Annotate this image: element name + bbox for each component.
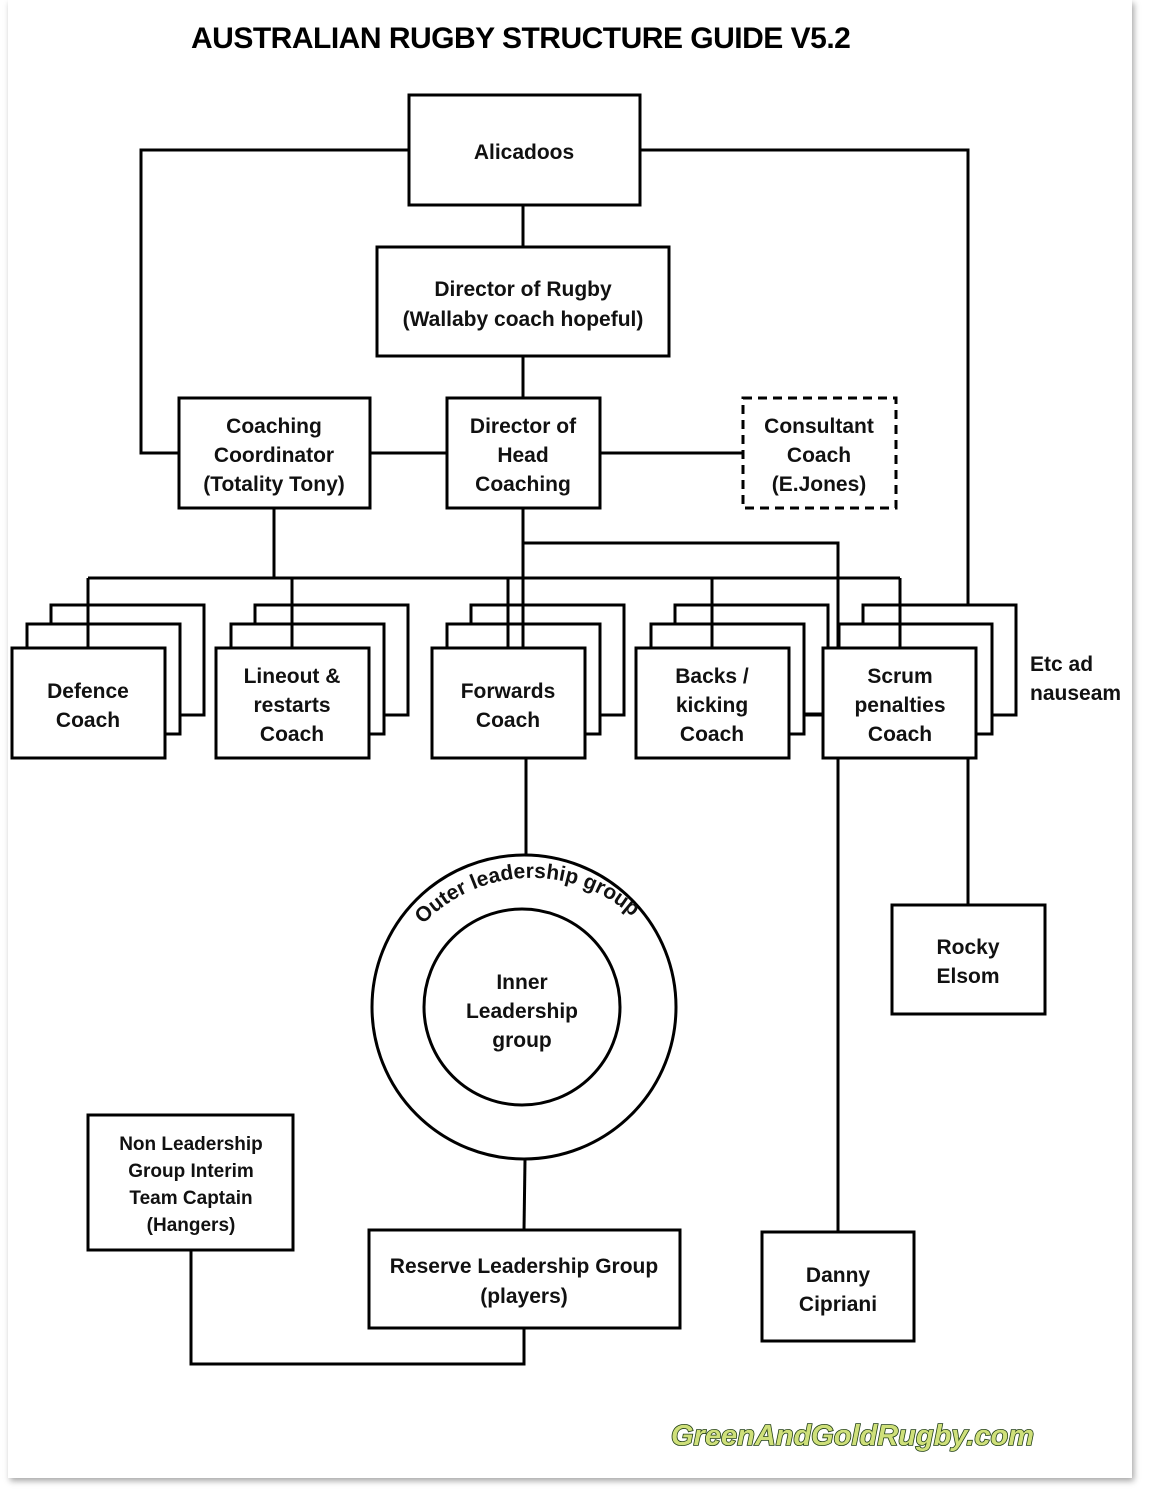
- svg-text:Consultant: Consultant: [764, 415, 874, 438]
- node-non-leadership-captain: Non Leadership Group Interim Team Captai…: [86, 1113, 295, 1252]
- svg-text:Coach: Coach: [260, 723, 324, 746]
- svg-text:nauseam: nauseam: [1030, 682, 1121, 705]
- svg-text:Elsom: Elsom: [936, 965, 999, 988]
- svg-text:Inner: Inner: [496, 971, 547, 994]
- svg-text:Scrum: Scrum: [867, 665, 932, 688]
- node-scrum-coach: Scrum penalties Coach: [821, 543, 1018, 760]
- svg-text:Reserve Leadership Group: Reserve Leadership Group: [390, 1255, 658, 1278]
- node-director-of-rugby: Director of Rugby (Wallaby coach hopeful…: [375, 245, 671, 358]
- svg-text:Coach: Coach: [56, 709, 120, 732]
- svg-text:group: group: [492, 1029, 551, 1052]
- svg-text:Coach: Coach: [787, 444, 851, 467]
- svg-text:penalties: penalties: [854, 694, 945, 717]
- etc-label: Etc ad nauseam: [1030, 653, 1121, 705]
- svg-text:Rocky: Rocky: [936, 936, 999, 959]
- svg-text:Lineout &: Lineout &: [244, 665, 341, 688]
- diagram-page: AUSTRALIAN RUGBY STRUCTURE GUIDE V5.2: [8, 0, 1132, 1478]
- node-director-head-coaching: Director of Head Coaching: [445, 396, 602, 510]
- svg-text:Director of Rugby: Director of Rugby: [434, 278, 612, 301]
- node-alicadoos: Alicadoos: [407, 93, 642, 207]
- node-consultant-coach: Consultant Coach (E.Jones): [741, 396, 898, 510]
- svg-text:Head: Head: [497, 444, 548, 467]
- node-reserve-leadership: Reserve Leadership Group (players): [367, 1228, 682, 1330]
- chart-title: AUSTRALIAN RUGBY STRUCTURE GUIDE V5.2: [191, 22, 850, 55]
- green-and-gold-rugby-logo: GreenAndGoldRugby.com: [671, 1420, 1034, 1452]
- node-rocky-elsom: Rocky Elsom: [890, 903, 1047, 1016]
- org-chart: AUSTRALIAN RUGBY STRUCTURE GUIDE V5.2: [10, 22, 1121, 1453]
- svg-text:Coaching: Coaching: [475, 473, 571, 496]
- node-defence-coach: Defence Coach: [10, 578, 206, 760]
- svg-text:Etc ad: Etc ad: [1030, 653, 1093, 676]
- svg-text:Group Interim: Group Interim: [128, 1161, 254, 1182]
- svg-text:Danny: Danny: [806, 1264, 871, 1287]
- svg-text:Coaching: Coaching: [226, 415, 322, 438]
- inner-leadership-group: Inner Leadership group: [422, 907, 622, 1107]
- svg-text:Defence: Defence: [47, 680, 129, 703]
- svg-text:Non Leadership: Non Leadership: [119, 1134, 263, 1155]
- node-danny-cipriani: Danny Cipriani: [760, 1230, 916, 1343]
- svg-text:(Wallaby coach hopeful): (Wallaby coach hopeful): [403, 308, 644, 331]
- svg-text:kicking: kicking: [676, 694, 748, 717]
- svg-text:Leadership: Leadership: [466, 1000, 578, 1023]
- svg-text:Team Captain: Team Captain: [129, 1188, 252, 1209]
- svg-text:(E.Jones): (E.Jones): [772, 473, 867, 496]
- svg-text:Coach: Coach: [868, 723, 932, 746]
- node-lineout-coach: Lineout & restarts Coach: [214, 578, 410, 760]
- svg-text:Forwards: Forwards: [461, 680, 556, 703]
- svg-text:restarts: restarts: [253, 694, 330, 717]
- svg-text:Coach: Coach: [680, 723, 744, 746]
- svg-text:Director of: Director of: [470, 415, 577, 438]
- svg-text:Coordinator: Coordinator: [214, 444, 334, 467]
- svg-text:Coach: Coach: [476, 709, 540, 732]
- node-coaching-coordinator: Coaching Coordinator (Totality Tony): [177, 396, 372, 510]
- svg-text:(Hangers): (Hangers): [147, 1215, 236, 1236]
- svg-text:(Totality Tony): (Totality Tony): [203, 473, 345, 496]
- svg-text:Alicadoos: Alicadoos: [474, 141, 574, 164]
- node-backs-coach: Backs / kicking Coach: [634, 578, 830, 760]
- node-forwards-coach: Forwards Coach: [430, 578, 626, 760]
- svg-text:Backs /: Backs /: [675, 665, 749, 688]
- svg-text:Cipriani: Cipriani: [799, 1293, 877, 1316]
- svg-text:(players): (players): [480, 1285, 568, 1308]
